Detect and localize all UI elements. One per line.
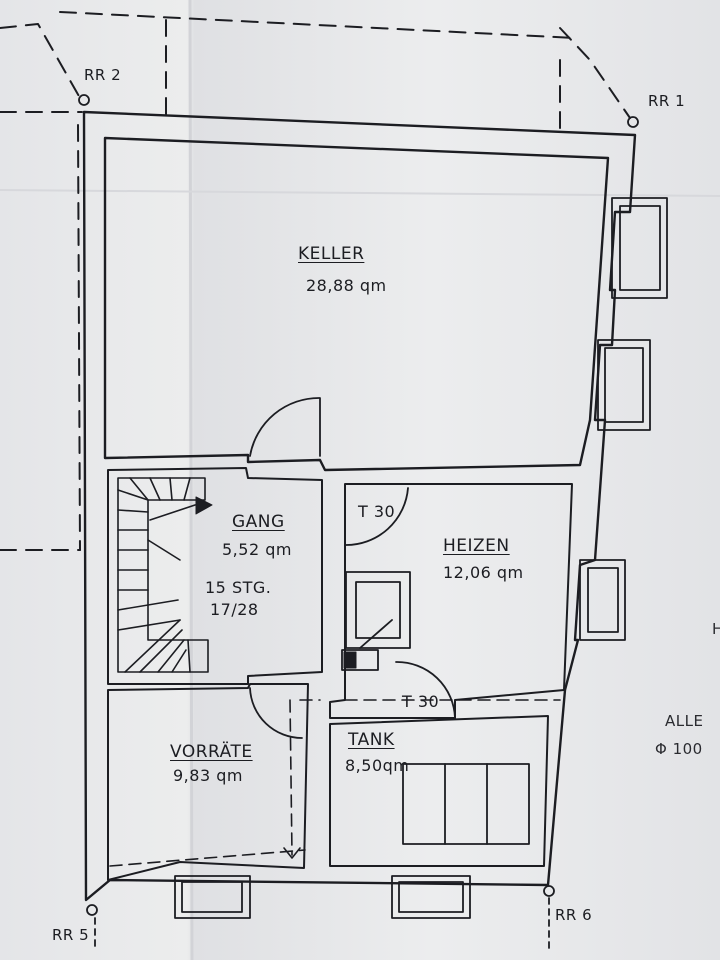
- dashed-outline: [0, 11, 631, 551]
- windows: [174, 197, 668, 919]
- oil-tanks: [402, 763, 530, 845]
- corner-label-rr1: RR 1: [648, 92, 686, 110]
- heating-boiler: [341, 571, 411, 671]
- corner-label-rr6: RR 6: [555, 906, 593, 924]
- fire-door-label-upper: T 30: [358, 502, 396, 521]
- boiler-control-block: [343, 651, 357, 669]
- stair-step-count: 15 STG.: [205, 578, 272, 597]
- side-note-line-h: H: [712, 620, 720, 638]
- room-name-keller: KELLER: [298, 244, 365, 264]
- room-area-keller: 28,88 qm: [306, 276, 387, 295]
- door-arcs: [249, 397, 456, 739]
- fire-door-label-lower: T 30: [402, 692, 440, 711]
- paper-fold: [188, 0, 194, 960]
- room-name-tank: TANK: [348, 730, 395, 750]
- corner-markers: [78, 94, 639, 949]
- side-note-line-2: Φ 100: [655, 740, 703, 758]
- stair-direction-arrow: [195, 496, 213, 515]
- room-area-heizen: 12,06 qm: [443, 563, 524, 582]
- corner-label-rr2: RR 2: [84, 66, 122, 84]
- room-area-vorraete: 9,83 qm: [173, 766, 243, 785]
- paper-fold: [0, 189, 720, 197]
- staircase: [117, 477, 209, 673]
- room-area-gang: 5,52 qm: [222, 540, 292, 559]
- room-name-vorraete: VORRÄTE: [170, 742, 253, 762]
- room-name-gang: GANG: [232, 512, 285, 532]
- corner-label-rr5: RR 5: [52, 926, 90, 944]
- side-note-line-1: ALLE: [665, 712, 704, 730]
- room-area-tank: 8,50qm: [345, 756, 410, 775]
- stair-ratio: 17/28: [210, 600, 259, 619]
- room-name-heizen: HEIZEN: [443, 536, 510, 556]
- dashed-interior-lines: [109, 699, 561, 867]
- interior-walls: [107, 467, 573, 881]
- dashed-arrow: [283, 847, 301, 859]
